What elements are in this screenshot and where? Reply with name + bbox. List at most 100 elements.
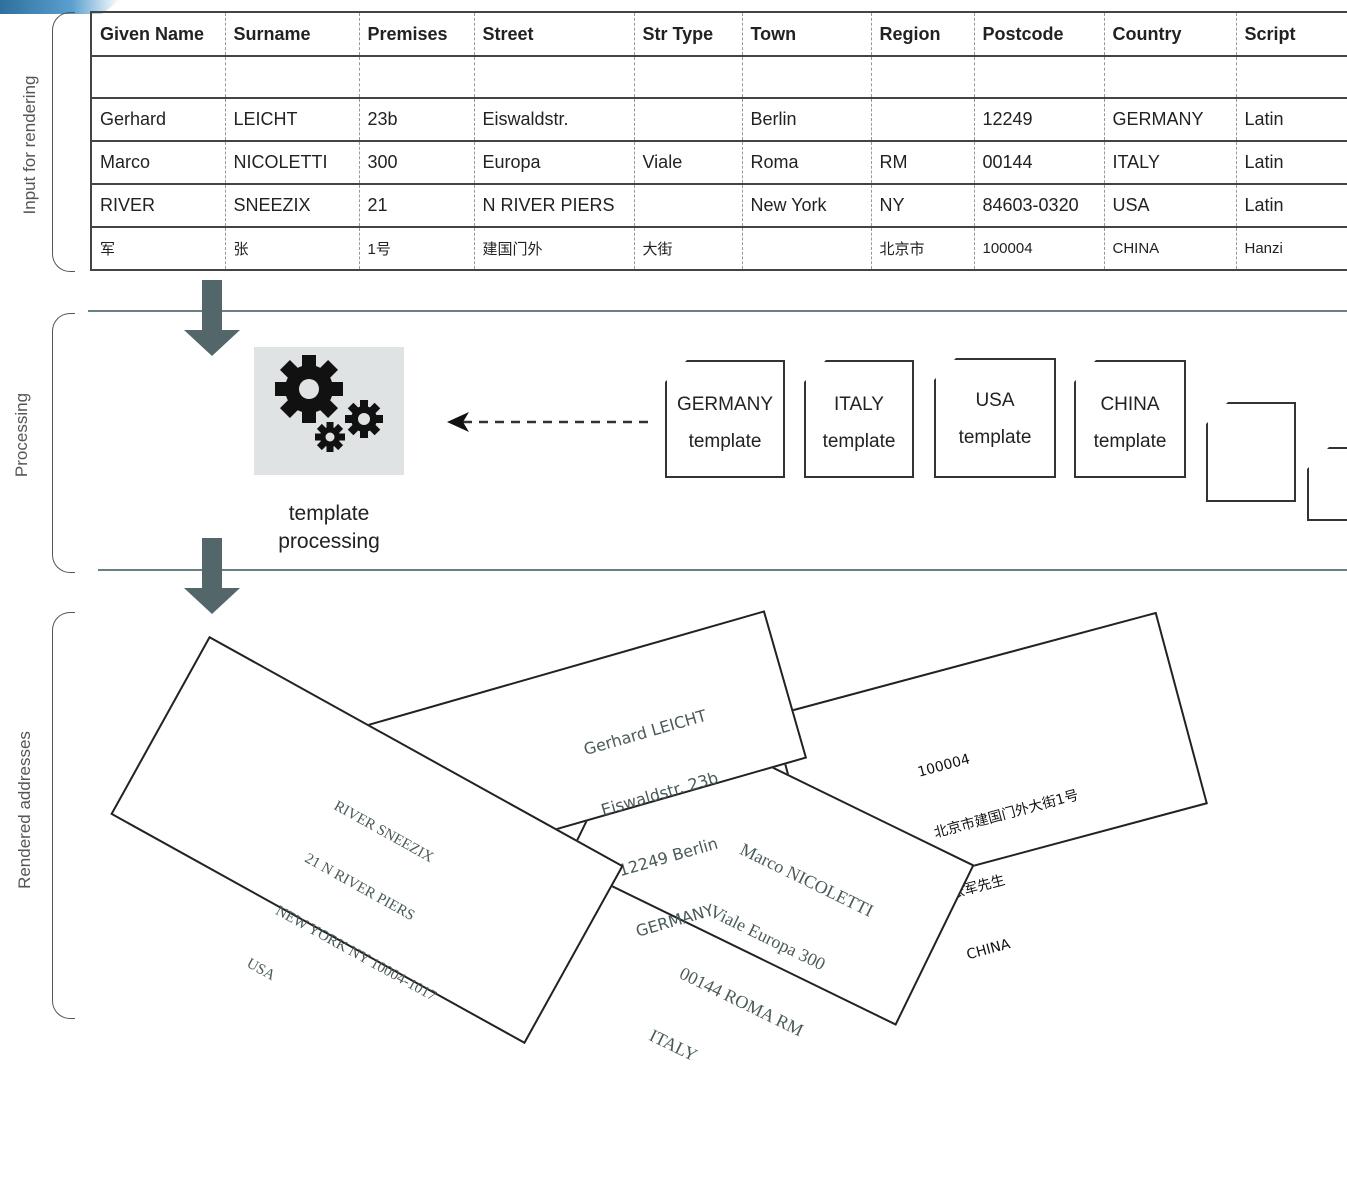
table-cell: 建国门外 — [473, 227, 634, 271]
table-cell: Gerhard — [90, 98, 225, 142]
table-cell: Berlin — [741, 98, 871, 142]
table-cell: RIVER — [90, 184, 225, 228]
label-line: processing — [278, 530, 380, 553]
table-cell: Latin — [1235, 141, 1347, 185]
table-cell: Roma — [741, 141, 871, 185]
template-germany: GERMANY template — [665, 360, 785, 478]
corner-accent — [0, 0, 120, 14]
col-header: Town — [741, 11, 871, 57]
col-header: Given Name — [90, 11, 225, 57]
template-usa: USA template — [934, 358, 1056, 478]
table-cell: Viale — [633, 141, 742, 185]
table-cell: Latin — [1235, 98, 1347, 142]
col-header: Str Type — [633, 11, 742, 57]
col-header: Country — [1103, 11, 1236, 57]
table-cell: Latin — [1235, 184, 1347, 228]
template-blank — [1307, 447, 1347, 521]
table-cell: USA — [1103, 184, 1236, 228]
table-cell — [633, 98, 742, 142]
template-word: template — [958, 427, 1032, 448]
address-china: 100004 北京市建国门外大街1号 张军先生 CHINA — [905, 684, 1125, 1007]
section-divider — [88, 310, 1347, 312]
table-cell: 100004 — [973, 227, 1104, 271]
table-cell: 张 — [224, 227, 359, 271]
address-line: Eiswaldstr. 23b — [598, 768, 721, 820]
table-cell — [741, 227, 871, 271]
table-cell — [870, 98, 974, 142]
address-line: Gerhard LEICHT — [581, 705, 709, 760]
col-header: Postcode — [973, 11, 1104, 57]
table-cell: Eiswaldstr. — [473, 98, 634, 142]
section-label-input: Input for rendering — [20, 75, 39, 215]
address-line: GERMANY — [633, 900, 716, 941]
table-cell: SNEEZIX — [224, 184, 359, 228]
address-line: 00144 ROMA RM — [676, 963, 807, 1041]
address-line: 北京市建国门外大街1号 — [932, 787, 1081, 842]
table-cell: Europa — [473, 141, 634, 185]
table-cell: NY — [870, 184, 974, 228]
template-china: CHINA template — [1074, 360, 1186, 478]
table-cell: LEICHT — [224, 98, 359, 142]
address-line: 张军先生 — [948, 872, 1007, 903]
table-cell: 12249 — [973, 98, 1104, 142]
dashed-left-arrow-icon — [447, 412, 650, 432]
template-country: CHINA — [1100, 394, 1160, 415]
table-cell: 大街 — [633, 227, 742, 271]
template-country: USA — [975, 390, 1015, 411]
label-line: template — [288, 502, 370, 525]
template-italy: ITALY template — [804, 360, 914, 478]
template-processing-label: template processing — [254, 500, 404, 556]
template-country: ITALY — [834, 394, 884, 415]
table-cell: 84603-0320 — [973, 184, 1104, 228]
section-divider — [98, 569, 1347, 571]
address-line: CHINA — [964, 936, 1013, 964]
table-cell: 军 — [90, 227, 225, 271]
table-cell: GERMANY — [1103, 98, 1236, 142]
table-cell: New York — [741, 184, 871, 228]
table-cell: ITALY — [1103, 141, 1236, 185]
table-cell: 00144 — [973, 141, 1104, 185]
table-cell: Marco — [90, 141, 225, 185]
down-arrow-icon — [184, 538, 240, 614]
input-table: Given Name Surname Premises Street Str T… — [90, 11, 1347, 271]
col-header: Region — [870, 11, 974, 57]
table-cell: RM — [870, 141, 974, 185]
table-cell: N RIVER PIERS — [473, 184, 634, 228]
down-arrow-icon — [184, 280, 240, 356]
bracket-processing — [52, 313, 75, 573]
template-word: template — [688, 431, 762, 452]
template-blank — [1206, 402, 1296, 502]
bracket-input — [52, 12, 75, 272]
address-line: 100004 — [915, 751, 972, 781]
col-header: Premises — [358, 11, 474, 57]
table-cell — [633, 184, 742, 228]
table-cell: 23b — [358, 98, 474, 142]
table-cell: Hanzi — [1235, 227, 1347, 271]
table-header-row: Given Name Surname Premises Street Str T… — [90, 11, 1347, 57]
address-usa: RIVER SNEEZIX 21 N RIVER PIERS NEW YORK … — [223, 761, 517, 1093]
template-country: GERMANY — [676, 394, 774, 415]
table-cell: NICOLETTI — [224, 141, 359, 185]
section-label-rendered: Rendered addresses — [15, 731, 34, 889]
table-row: RIVER SNEEZIX 21 N RIVER PIERS New York … — [90, 184, 1347, 228]
table-cell: 北京市 — [870, 227, 974, 271]
gears-icon — [275, 355, 383, 452]
address-line: 12249 Berlin — [616, 833, 720, 881]
template-processing-box — [254, 347, 404, 475]
col-header: Street — [473, 11, 634, 57]
table-cell: 21 — [358, 184, 474, 228]
section-label-processing: Processing — [12, 392, 31, 478]
table-row: Gerhard LEICHT 23b Eiswaldstr. Berlin 12… — [90, 98, 1347, 142]
table-row: Marco NICOLETTI 300 Europa Viale Roma RM… — [90, 141, 1347, 185]
table-cell: 1号 — [358, 227, 474, 271]
address-line: ITALY — [646, 1025, 701, 1066]
table-row: 军 张 1号 建国门外 大街 北京市 100004 CHINA Hanzi — [90, 227, 1347, 271]
col-header: Script — [1235, 11, 1347, 57]
bracket-rendered — [52, 612, 75, 1019]
template-word: template — [1093, 431, 1167, 452]
template-word: template — [822, 431, 896, 452]
col-header: Surname — [224, 11, 359, 57]
table-cell: CHINA — [1103, 227, 1236, 271]
table-cell: 300 — [358, 141, 474, 185]
table-empty-row — [90, 56, 1347, 99]
